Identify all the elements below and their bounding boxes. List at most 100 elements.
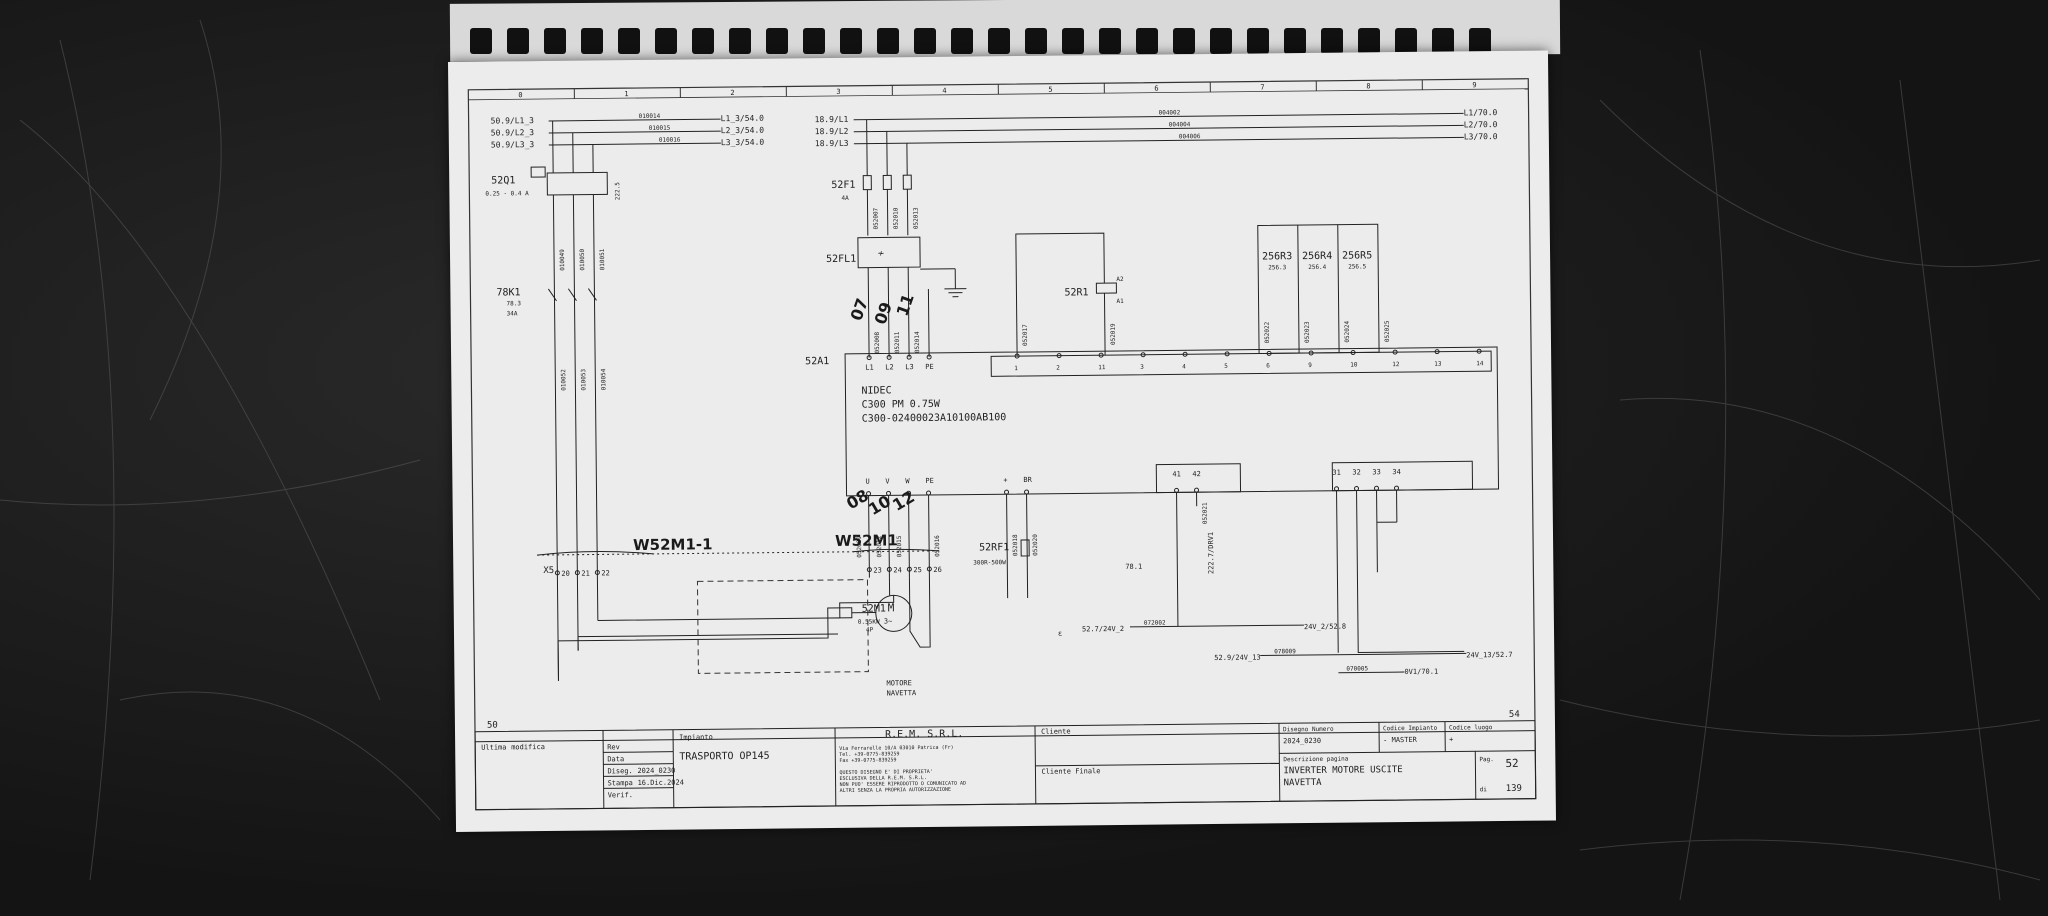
ref-78-1: 78.1 xyxy=(1125,563,1142,571)
page-next: 54 xyxy=(1509,710,1520,720)
x5-terminal xyxy=(574,570,580,576)
binder-ring xyxy=(1210,28,1232,54)
svg-text:Fax +39-0775-839259: Fax +39-0775-839259 xyxy=(839,757,896,764)
svg-text:052022: 052022 xyxy=(1264,321,1271,343)
control-terminal xyxy=(1140,352,1146,358)
svg-text:Descrizione pagina: Descrizione pagina xyxy=(1283,756,1348,764)
svg-text:072002: 072002 xyxy=(1144,620,1166,627)
output-terminal xyxy=(886,490,892,496)
binder-ring xyxy=(1136,28,1158,54)
svg-text:52.9/24V_13: 52.9/24V_13 xyxy=(1214,654,1260,662)
relay-terminal xyxy=(1354,486,1360,492)
binder-ring xyxy=(1247,28,1269,54)
control-terminal-label: 1 xyxy=(1014,365,1018,372)
drive-model: C300 PM 0.75W xyxy=(862,399,941,411)
r1-a1: A1 xyxy=(1117,298,1125,305)
input-terminal xyxy=(886,354,892,360)
column-number: 5 xyxy=(1048,86,1052,94)
m1-power: 0.55KW xyxy=(858,619,880,626)
relays-256r: 256R3 256R4 256R5 256.3 256.4 256.5 0520… xyxy=(1257,223,1391,355)
svg-text:Data: Data xyxy=(607,755,624,763)
svg-text:052011: 052011 xyxy=(894,331,901,353)
relay-52r1: 52R1 A2 A1 052017 052019 xyxy=(1015,232,1125,357)
q1-rating: 0.25 - 0.4 A xyxy=(485,190,529,197)
page-number: 52 xyxy=(1505,757,1518,770)
r1-a2: A2 xyxy=(1116,276,1124,283)
svg-text:052014: 052014 xyxy=(914,331,921,353)
control-terminal xyxy=(1098,352,1104,358)
svg-text:052021: 052021 xyxy=(1202,502,1209,524)
x5-terminal-label: 21 xyxy=(581,570,590,578)
binder-ring xyxy=(581,28,603,54)
svg-text:052015: 052015 xyxy=(896,535,903,557)
binder-ring xyxy=(1099,28,1121,54)
binder-ring xyxy=(729,28,751,54)
x5-terminal xyxy=(554,570,560,576)
binder-ring xyxy=(988,28,1010,54)
svg-text:052024: 052024 xyxy=(1344,320,1351,342)
svg-text:16.Dic.2024: 16.Dic.2024 xyxy=(638,779,684,787)
m1-label: 52M1 xyxy=(862,603,886,614)
svg-text:052008: 052008 xyxy=(874,331,881,353)
rf1-rating: 300R-500W xyxy=(973,559,1006,566)
column-number: 6 xyxy=(1154,85,1158,93)
supply-right-code-1: 004002 xyxy=(1159,109,1181,116)
x5-terminal-label: 26 xyxy=(933,566,942,574)
q1-label: 52Q1 xyxy=(491,175,515,186)
company-name: R.E.M. S.R.L. xyxy=(885,729,963,741)
title-block: Ultima modifica Rev Data Diseg. Stampa V… xyxy=(474,720,1537,811)
binder-ring xyxy=(1469,28,1491,54)
impianto-value: TRASPORTO OP145 xyxy=(679,751,769,763)
q1-wire-codes: 010049 010050 010051 010052 010053 01005… xyxy=(559,248,607,391)
svg-text:+: + xyxy=(1449,736,1453,744)
relay-256r5: 256R5 xyxy=(1342,250,1372,261)
motor-52m1: M 3~ 52M1 0.55KW 4P MOTORE NAVETTA ε xyxy=(557,576,1062,697)
svg-text:Via Ferrarelle 10/A 03010 Patr: Via Ferrarelle 10/A 03010 Patrica (Fr) xyxy=(839,745,953,752)
svg-text:Cliente: Cliente xyxy=(1041,728,1071,736)
f1-label: 52F1 xyxy=(831,180,855,191)
output-terminal-label: V xyxy=(885,477,890,485)
svg-text:0V1/70.1: 0V1/70.1 xyxy=(1404,668,1438,676)
input-terminal-label: L1 xyxy=(865,364,874,372)
control-terminal-label: 13 xyxy=(1434,361,1442,368)
binder-ring xyxy=(507,28,529,54)
analog-terminal-label: 42 xyxy=(1192,470,1201,478)
control-terminal xyxy=(1014,353,1020,359)
supply-left-in-1: 50.9/L1_3 xyxy=(491,116,535,125)
analog-terminal xyxy=(1174,487,1180,493)
svg-text:010052: 010052 xyxy=(560,369,567,391)
column-number: 1 xyxy=(624,90,628,98)
control-terminal-label: 12 xyxy=(1392,361,1400,368)
motor-label2: NAVETTA xyxy=(887,689,917,697)
input-terminal-label: L3 xyxy=(905,363,914,371)
svg-text:052019: 052019 xyxy=(1110,323,1117,345)
svg-text:Rev: Rev xyxy=(607,743,620,751)
binder-ring xyxy=(1062,28,1084,54)
svg-text:NON PUO' ESSERE RIPRODOTTO O C: NON PUO' ESSERE RIPRODOTTO O COMUNICATO … xyxy=(840,781,966,788)
svg-text:052016: 052016 xyxy=(934,535,941,557)
column-number: 9 xyxy=(1472,81,1476,89)
svg-text:052025: 052025 xyxy=(1384,320,1391,342)
svg-text:24V_2/52.8: 24V_2/52.8 xyxy=(1304,623,1346,631)
svg-text:078009: 078009 xyxy=(1274,648,1296,655)
svg-text:052020: 052020 xyxy=(1032,534,1039,556)
k1-label: 78K1 xyxy=(496,287,520,298)
svg-text:2024_0230: 2024_0230 xyxy=(1283,737,1321,745)
relay-terminal-label: 31 xyxy=(1332,469,1341,477)
binder-ring xyxy=(1432,28,1454,54)
handwritten-08: 08 xyxy=(843,486,872,514)
binder-ring xyxy=(470,28,492,54)
input-terminal-label: L2 xyxy=(885,363,894,371)
breaker-52q1: 52Q1 0.25 - 0.4 A 222.5 xyxy=(485,120,621,200)
svg-text:256.4: 256.4 xyxy=(1308,264,1327,271)
binder-ring xyxy=(544,28,566,54)
binder-ring xyxy=(692,28,714,54)
fuses-52f1: 52F1 4A 052007 052010 052013 xyxy=(831,119,920,236)
output-24v13: 52.9/24V_13 078009 24V_13/52.7 xyxy=(1214,648,1512,662)
output-terminal-label: U xyxy=(865,478,869,486)
handwritten-11: 11 xyxy=(893,291,918,318)
binder-ring xyxy=(840,28,862,54)
